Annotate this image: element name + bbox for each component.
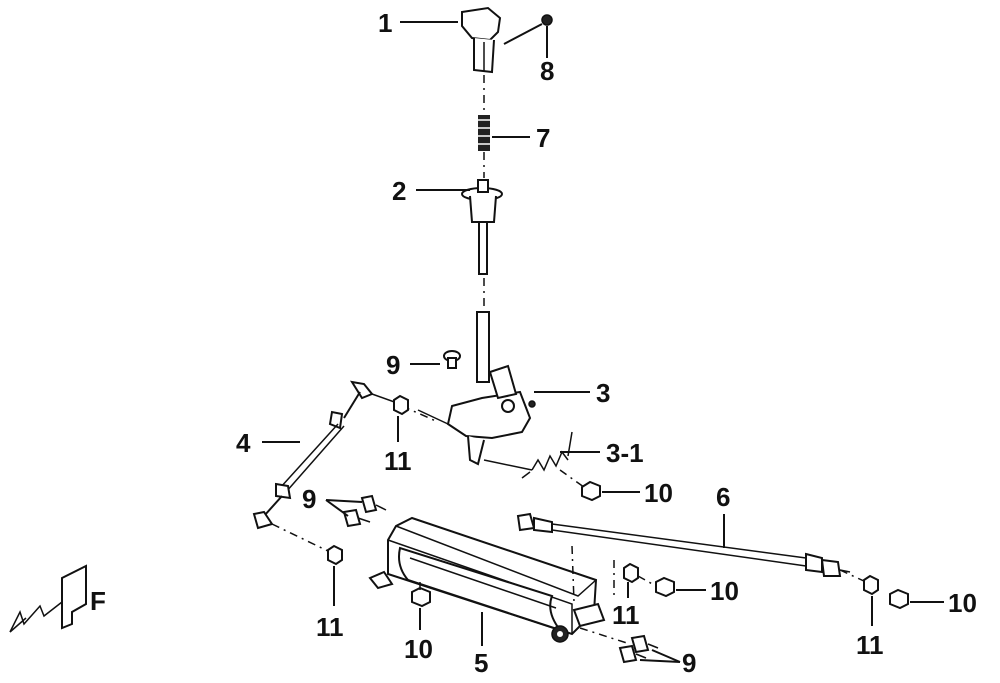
- callout-3: 3: [596, 378, 610, 408]
- callout-7: 7: [536, 123, 550, 153]
- part-2-collar: [461, 179, 503, 275]
- leader-lines: [262, 21, 944, 663]
- callout-11-d: 11: [856, 630, 884, 660]
- part-6-link-rod-right: [516, 512, 851, 577]
- callout-3-1: 3-1: [606, 438, 644, 468]
- part-9-bolt-top: [443, 350, 461, 369]
- part-11-locknut-b: [327, 544, 343, 566]
- part-11-locknut-d: [863, 574, 879, 596]
- callout-11-c: 11: [612, 600, 640, 630]
- callout-labels: 1 8 7 2 9 3 3-1 10 11 4 9 11 10 5 6 10 1…: [236, 8, 977, 678]
- part-1-knob: [461, 6, 502, 74]
- part-9-bolt-right-b: [618, 644, 647, 664]
- callout-10-b: 10: [404, 634, 433, 664]
- callout-4: 4: [236, 428, 251, 458]
- callout-6: 6: [716, 482, 730, 512]
- callout-8: 8: [540, 56, 554, 86]
- callout-9-right: 9: [682, 648, 696, 678]
- callout-9-top: 9: [386, 350, 400, 380]
- part-7-spring: [478, 115, 490, 151]
- part-11-locknut-a: [393, 394, 409, 416]
- part-10-nut-c: [655, 576, 675, 598]
- part-3-1-return-spring: [521, 431, 573, 479]
- part-9-bolt-left-b: [342, 508, 371, 528]
- part-10-nut-a: [581, 480, 601, 502]
- callout-5: 5: [474, 648, 488, 678]
- callout-10-a: 10: [644, 478, 673, 508]
- part-3-lever-bracket: [417, 311, 536, 466]
- callout-10-c: 10: [710, 576, 739, 606]
- part-10-nut-b: [411, 586, 431, 608]
- callout-11-a: 11: [384, 446, 412, 476]
- callout-9-left: 9: [302, 484, 316, 514]
- callout-2: 2: [392, 176, 406, 206]
- front-direction-marker: F: [9, 564, 106, 633]
- callout-1: 1: [378, 8, 392, 38]
- part-9-bolt-right-a: [630, 634, 659, 654]
- callout-10-d: 10: [948, 588, 977, 618]
- part-9-bolt-left-a: [360, 494, 387, 514]
- callout-11-b: 11: [316, 612, 344, 642]
- front-marker-label: F: [90, 586, 106, 616]
- part-8-screw: [541, 14, 553, 26]
- part-11-locknut-c: [623, 562, 639, 584]
- part-10-nut-d: [889, 588, 909, 610]
- part-5-damper: [368, 516, 606, 643]
